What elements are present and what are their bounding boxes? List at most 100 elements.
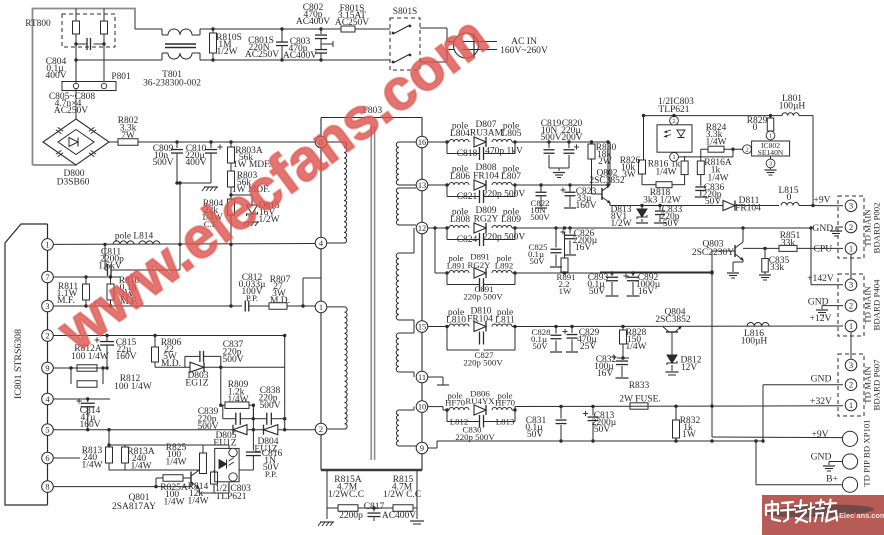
svg-text:C819: C819 [541, 119, 562, 129]
svg-text:IC801 STRS6308: IC801 STRS6308 [13, 329, 24, 399]
svg-text:M.D.: M.D. [161, 359, 181, 369]
svg-text:L811: L811 [495, 316, 515, 326]
svg-text:Q803: Q803 [702, 240, 723, 250]
svg-text:1: 1 [769, 133, 772, 140]
svg-text:R815A: R815A [334, 475, 362, 485]
svg-text:0: 0 [787, 193, 792, 203]
svg-text:1/2IC803: 1/2IC803 [658, 97, 694, 107]
svg-text:+9V: +9V [811, 429, 828, 440]
svg-text:220N: 220N [248, 43, 269, 53]
svg-text:12k: 12k [189, 489, 204, 499]
svg-text:R825A: R825A [160, 483, 188, 493]
svg-text:IC802: IC802 [761, 141, 780, 150]
svg-text:pole: pole [448, 253, 463, 263]
svg-text:9: 9 [420, 444, 424, 453]
svg-text:RU3AM: RU3AM [470, 129, 504, 139]
svg-text:13: 13 [418, 181, 426, 190]
svg-text:160V~260V: 160V~260V [500, 45, 548, 56]
svg-text:50V: 50V [527, 430, 544, 440]
svg-text:+142V: +142V [807, 273, 834, 284]
svg-text:2W: 2W [120, 290, 134, 300]
svg-text:AC250V: AC250V [245, 50, 279, 60]
svg-text:BDARD P607: BDARD P607 [872, 359, 882, 411]
svg-text:R816 1k: R816 1k [648, 160, 681, 170]
svg-text:L816: L816 [744, 329, 764, 339]
svg-text:pole: pole [452, 165, 468, 175]
svg-text:L810: L810 [446, 316, 466, 326]
svg-text:4: 4 [319, 239, 324, 248]
svg-text:470p: 470p [304, 10, 323, 20]
svg-text:3: 3 [45, 302, 49, 311]
svg-text:L813: L813 [496, 417, 515, 427]
svg-text:TD PIP BD XP101: TD PIP BD XP101 [862, 419, 872, 486]
svg-text:3: 3 [849, 360, 853, 370]
svg-text:R810: R810 [119, 276, 140, 286]
svg-text:1/4W: 1/4W [163, 498, 184, 508]
svg-text:C812: C812 [242, 273, 263, 283]
svg-text:+9V: +9V [813, 195, 830, 206]
svg-text:L808: L808 [450, 215, 470, 225]
svg-text:1/4W: 1/4W [625, 342, 646, 352]
svg-text:pole: pole [503, 122, 519, 132]
svg-text:L809: L809 [501, 215, 521, 225]
svg-text:D812: D812 [680, 356, 701, 366]
svg-text:16V: 16V [575, 243, 592, 253]
svg-text:16V: 16V [597, 369, 614, 379]
svg-text:50V: 50V [705, 197, 722, 207]
svg-text:R806: R806 [161, 338, 182, 348]
svg-text:100µH: 100µH [779, 102, 806, 112]
svg-text:C830: C830 [462, 425, 482, 435]
svg-text:220p 500V: 220p 500V [463, 358, 503, 368]
svg-text:4.7M: 4.7M [337, 483, 358, 493]
svg-text:33k: 33k [781, 239, 796, 249]
svg-text:100µ: 100µ [594, 362, 614, 372]
svg-text:16V: 16V [259, 208, 276, 218]
svg-text:R803: R803 [237, 171, 258, 181]
svg-text:TLP621: TLP621 [215, 492, 246, 502]
svg-text:10N: 10N [530, 205, 546, 215]
svg-text:1N: 1N [264, 456, 276, 466]
svg-text:pole: pole [503, 165, 519, 175]
svg-text:AC250V: AC250V [54, 106, 88, 116]
svg-text:22: 22 [164, 345, 174, 355]
svg-text:2200p: 2200p [339, 511, 363, 521]
svg-text:C893: C893 [588, 273, 609, 283]
svg-text:12V: 12V [681, 363, 698, 373]
svg-text:P.P.: P.P. [265, 469, 277, 479]
svg-text:C892: C892 [638, 273, 659, 283]
svg-text:L804: L804 [450, 129, 470, 139]
svg-text:1/4W: 1/4W [655, 168, 676, 178]
svg-text:7: 7 [45, 273, 49, 282]
svg-text:3.3k: 3.3k [706, 130, 723, 140]
svg-text:C828: C828 [531, 327, 551, 337]
svg-text:10: 10 [418, 402, 426, 411]
svg-text:L806: L806 [450, 172, 470, 182]
svg-text:50V: 50V [529, 256, 545, 266]
svg-text:C824: C824 [457, 235, 478, 245]
svg-text:RU4YX: RU4YX [465, 396, 495, 406]
svg-text:0.1µ: 0.1µ [528, 249, 544, 259]
svg-text:TLP621: TLP621 [658, 105, 689, 115]
svg-text:3W: 3W [272, 289, 286, 299]
svg-text:pole: pole [447, 391, 462, 401]
svg-text:1.6kV: 1.6kV [98, 262, 122, 272]
svg-text:8: 8 [319, 138, 323, 147]
svg-text:C839: C839 [198, 407, 219, 417]
svg-text:pole L814: pole L814 [115, 232, 154, 242]
svg-text:HF70: HF70 [445, 398, 466, 408]
svg-text:3.3k: 3.3k [120, 124, 137, 134]
svg-text:1/2W C.C: 1/2W C.C [383, 490, 421, 500]
svg-text:C835: C835 [769, 256, 790, 266]
svg-text:50V: 50V [532, 341, 548, 351]
svg-text:D806: D806 [470, 389, 490, 399]
svg-text:100 1/4W: 100 1/4W [114, 382, 152, 392]
svg-text:500V: 500V [259, 401, 280, 411]
svg-text:3k3 1/2W: 3k3 1/2W [643, 196, 681, 206]
svg-text:R851: R851 [780, 231, 801, 241]
svg-text:R815: R815 [393, 475, 414, 485]
svg-text:220p: 220p [259, 394, 278, 404]
svg-text:100 1/4W: 100 1/4W [71, 352, 109, 362]
svg-text:M.F.: M.F. [57, 296, 75, 306]
svg-text:R833: R833 [629, 381, 650, 391]
svg-text:220p 500V: 220p 500V [455, 432, 495, 442]
